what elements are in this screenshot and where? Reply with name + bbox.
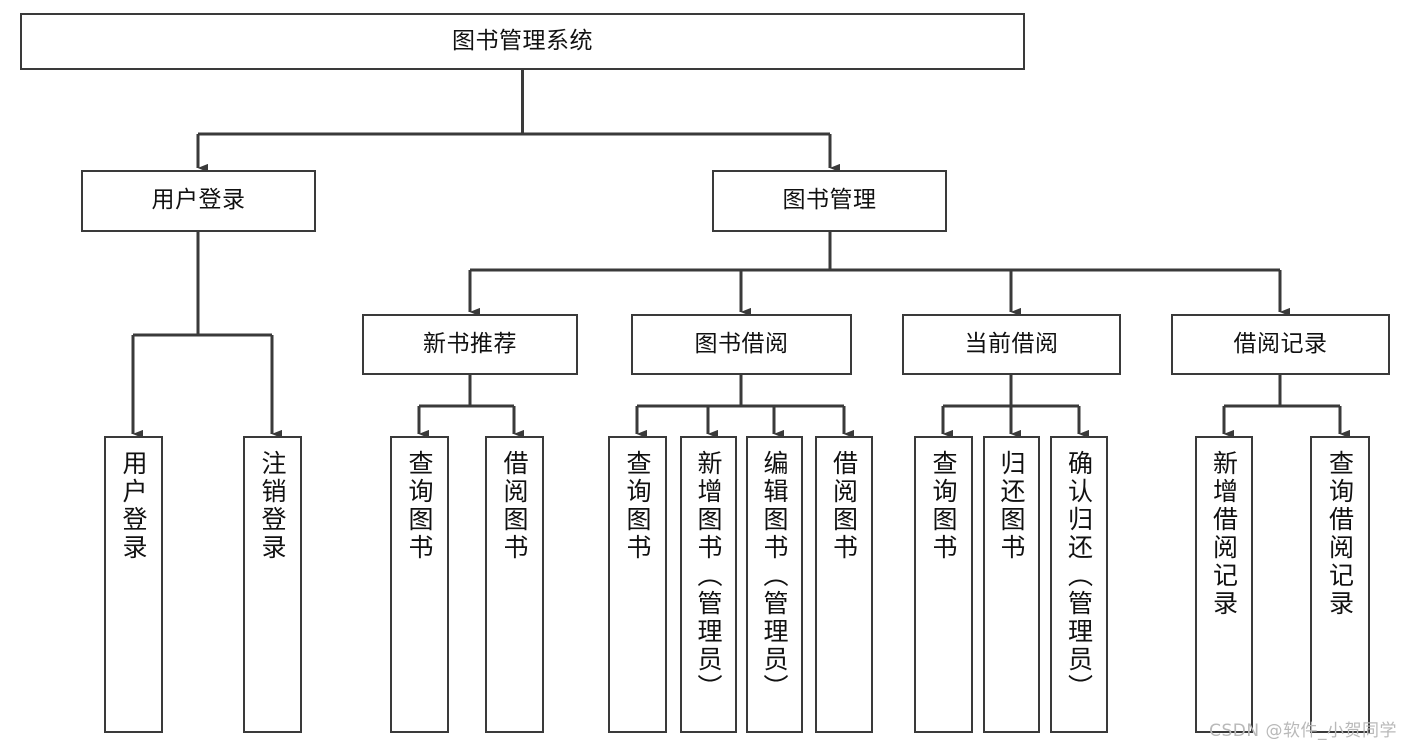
node-leaf-query-book-rec[interactable]: 查询图书 xyxy=(390,436,449,733)
node-leaf-add-book[interactable]: 新增图书（管理员） xyxy=(680,436,737,733)
node-leaf-logout[interactable]: 注销登录 xyxy=(243,436,302,733)
node-leaf-borrow-book-rec-label: 借阅图书 xyxy=(500,450,529,562)
node-book-manage[interactable]: 图书管理 xyxy=(712,170,947,232)
node-leaf-borrow-book[interactable]: 借阅图书 xyxy=(815,436,873,733)
node-leaf-borrow-book-rec[interactable]: 借阅图书 xyxy=(485,436,544,733)
node-book-borrow[interactable]: 图书借阅 xyxy=(631,314,852,375)
node-leaf-query-book-rec-label: 查询图书 xyxy=(405,450,434,562)
node-leaf-logout-label: 注销登录 xyxy=(258,450,287,562)
node-leaf-user-login[interactable]: 用户登录 xyxy=(104,436,163,733)
node-leaf-query-book-borrow-label: 查询图书 xyxy=(623,450,652,562)
node-current-borrow-label: 当前借阅 xyxy=(964,330,1059,357)
node-new-book-recommend-label: 新书推荐 xyxy=(423,330,517,357)
node-leaf-user-login-label: 用户登录 xyxy=(119,450,148,562)
node-leaf-add-record[interactable]: 新增借阅记录 xyxy=(1195,436,1253,733)
node-leaf-query-book-cur-label: 查询图书 xyxy=(929,450,958,562)
node-leaf-confirm-return-label: 确认归还（管理员） xyxy=(1064,450,1094,702)
node-root[interactable]: 图书管理系统 xyxy=(20,13,1025,70)
node-leaf-add-record-label: 新增借阅记录 xyxy=(1209,450,1239,618)
node-borrow-record[interactable]: 借阅记录 xyxy=(1171,314,1390,375)
node-leaf-borrow-book-label: 借阅图书 xyxy=(829,450,859,562)
node-user-login-label: 用户登录 xyxy=(151,187,246,214)
node-leaf-query-record-label: 查询借阅记录 xyxy=(1325,450,1355,618)
node-leaf-return-book[interactable]: 归还图书 xyxy=(983,436,1040,733)
node-leaf-confirm-return[interactable]: 确认归还（管理员） xyxy=(1050,436,1108,733)
node-leaf-query-book-cur[interactable]: 查询图书 xyxy=(914,436,973,733)
node-leaf-edit-book-label: 编辑图书（管理员） xyxy=(760,450,789,702)
node-current-borrow[interactable]: 当前借阅 xyxy=(902,314,1121,375)
node-user-login[interactable]: 用户登录 xyxy=(81,170,316,232)
node-root-label: 图书管理系统 xyxy=(452,27,593,54)
node-leaf-return-book-label: 归还图书 xyxy=(997,450,1026,562)
node-new-book-recommend[interactable]: 新书推荐 xyxy=(362,314,578,375)
node-borrow-record-label: 借阅记录 xyxy=(1233,330,1328,357)
node-leaf-add-book-label: 新增图书（管理员） xyxy=(694,450,723,702)
node-book-manage-label: 图书管理 xyxy=(782,187,877,214)
node-leaf-edit-book[interactable]: 编辑图书（管理员） xyxy=(746,436,803,733)
node-leaf-query-book-borrow[interactable]: 查询图书 xyxy=(608,436,667,733)
node-book-borrow-label: 图书借阅 xyxy=(694,330,789,357)
node-leaf-query-record[interactable]: 查询借阅记录 xyxy=(1310,436,1370,733)
